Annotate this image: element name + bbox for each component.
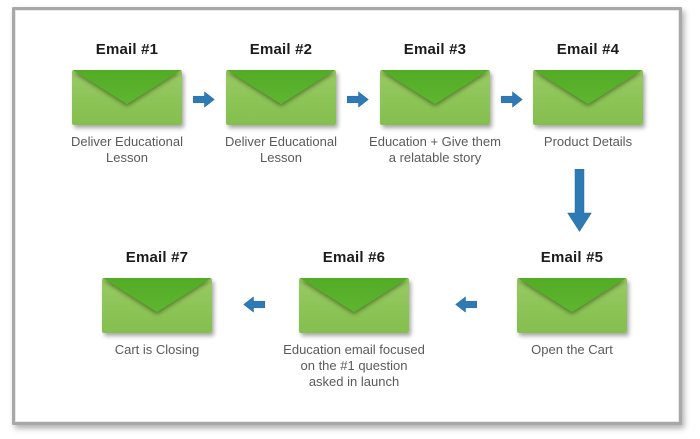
email-caption: Education email focused on the #1 questi… xyxy=(283,342,425,389)
email-node-3: Email #3 Education + Give them a relatab… xyxy=(350,41,520,166)
email-caption: Cart is Closing xyxy=(114,342,200,357)
email-caption: Product Details xyxy=(543,134,633,149)
email-caption: Deliver Educational Lesson xyxy=(70,134,183,165)
envelope-flap xyxy=(226,70,336,125)
envelope-icon xyxy=(102,278,212,333)
envelope-flap xyxy=(72,70,182,125)
email-title: Email #7 xyxy=(125,249,189,266)
arrow-right-icon xyxy=(193,91,215,108)
email-title: Email #1 xyxy=(95,41,159,58)
email-node-1: Email #1 Deliver Educational Lesson xyxy=(42,41,212,166)
email-node-7: Email #7 Cart is Closing xyxy=(72,249,242,358)
envelope-flap xyxy=(102,278,212,333)
email-title: Email #5 xyxy=(540,249,604,266)
email-caption: Open the Cart xyxy=(531,342,613,357)
email-node-4: Email #4 Product Details xyxy=(503,41,673,150)
email-caption: Deliver Educational Lesson xyxy=(224,134,337,165)
envelope-icon xyxy=(299,278,409,333)
email-title: Email #6 xyxy=(322,249,386,266)
envelope-icon xyxy=(72,70,182,125)
diagram-frame: Email #1 Deliver Educational Lesson Emai… xyxy=(12,7,682,425)
email-caption: Education + Give them a relatable story xyxy=(369,134,501,165)
envelope-flap xyxy=(517,278,627,333)
envelope-flap xyxy=(380,70,490,125)
envelope-icon xyxy=(517,278,627,333)
envelope-icon xyxy=(380,70,490,125)
arrow-right-icon xyxy=(347,91,369,108)
email-title: Email #3 xyxy=(403,41,467,58)
email-title: Email #4 xyxy=(556,41,620,58)
arrow-left-icon xyxy=(243,296,265,313)
email-title: Email #2 xyxy=(249,41,313,58)
email-node-2: Email #2 Deliver Educational Lesson xyxy=(196,41,366,166)
envelope-icon xyxy=(533,70,643,125)
email-node-5: Email #5 Open the Cart xyxy=(487,249,657,358)
arrow-left-icon xyxy=(455,296,477,313)
arrow-right-icon xyxy=(501,91,523,108)
envelope-flap xyxy=(299,278,409,333)
envelope-flap xyxy=(533,70,643,125)
envelope-icon xyxy=(226,70,336,125)
arrow-down-icon xyxy=(567,169,592,232)
email-node-6: Email #6 Education email focused on the … xyxy=(269,249,439,390)
